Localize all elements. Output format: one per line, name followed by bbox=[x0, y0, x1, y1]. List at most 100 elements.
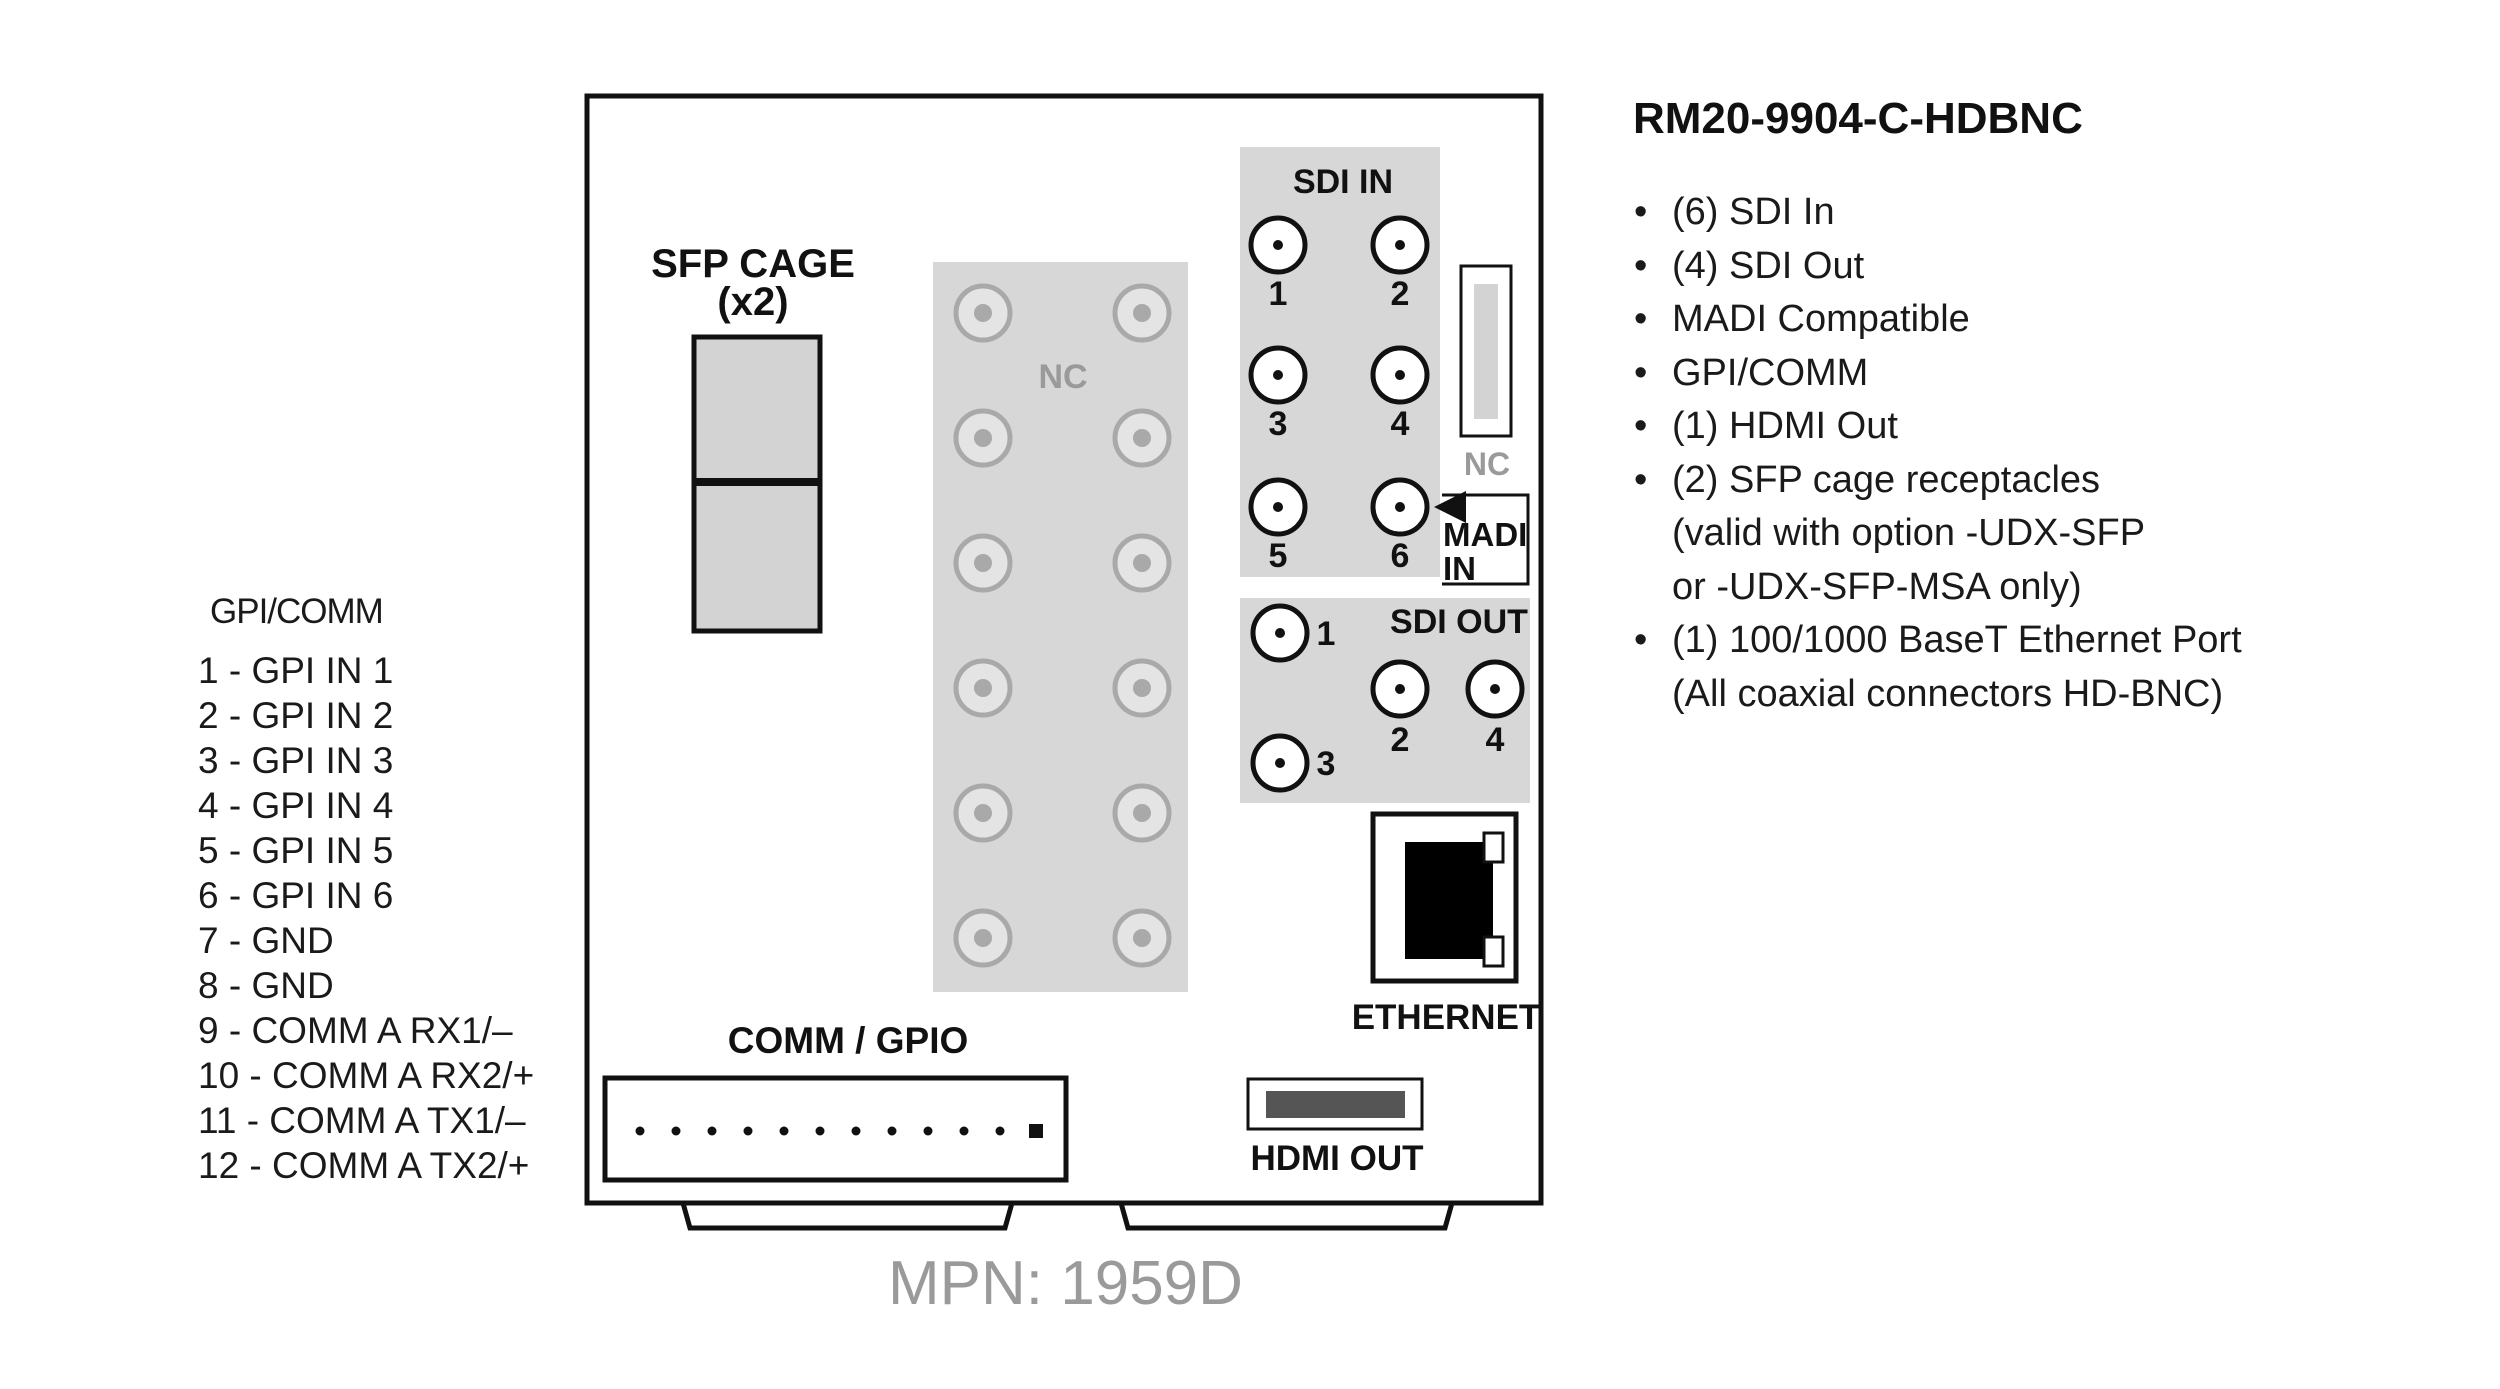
nc-bnc-connector bbox=[1112, 408, 1172, 468]
bottom-tab-right bbox=[1118, 1202, 1455, 1231]
hdmi-socket bbox=[1266, 1091, 1405, 1118]
sdi-in-bnc-2 bbox=[1370, 215, 1430, 275]
terminal-pin bbox=[707, 1126, 717, 1136]
sdi-in-number: 1 bbox=[1269, 275, 1288, 313]
terminal-pin bbox=[815, 1126, 825, 1136]
pinout-item: 5 - GPI IN 5 bbox=[198, 830, 394, 871]
sdi-in-number: 2 bbox=[1391, 275, 1410, 313]
comm-gpio-terminal bbox=[602, 1075, 1069, 1183]
spec-text: (valid with option -UDX-SFP bbox=[1672, 512, 2146, 554]
comm-gpio-pins bbox=[635, 1124, 1043, 1138]
spec-list: • (6) SDI In • (4) SDI Out • MADI Compatibl… bbox=[1632, 186, 2242, 721]
nc-bnc-connector bbox=[953, 658, 1013, 718]
madi-arrow-icon bbox=[1434, 491, 1466, 523]
nc-bnc-connector bbox=[1112, 533, 1172, 593]
sdi-in-bnc-5 bbox=[1248, 477, 1308, 537]
pinout-item: 11 - COMM A TX1/– bbox=[198, 1100, 526, 1141]
ethernet-led-top bbox=[1482, 831, 1505, 864]
bullet-icon: • bbox=[1634, 244, 1648, 287]
sdi-out-number: 1 bbox=[1317, 615, 1336, 653]
terminal-pin bbox=[779, 1126, 789, 1136]
spec-item: • (1) HDMI Out bbox=[1632, 400, 2242, 454]
sdi-in-number: 5 bbox=[1269, 537, 1288, 575]
pinout-item: 4 - GPI IN 4 bbox=[198, 785, 394, 826]
spec-text: (1) 100/1000 BaseT Ethernet Port bbox=[1672, 619, 2242, 661]
spec-item: • GPI/COMM bbox=[1632, 347, 2242, 401]
spec-text: (All coaxial connectors HD-BNC) bbox=[1672, 672, 2224, 715]
madi-in-label: IN bbox=[1443, 550, 1476, 587]
nc-slot-inner bbox=[1474, 284, 1498, 419]
spec-text: GPI/COMM bbox=[1672, 351, 1869, 394]
sdi-out-bnc-4 bbox=[1465, 659, 1525, 719]
pinout-item: 6 - GPI IN 6 bbox=[198, 875, 394, 916]
sdi-in-connectors: 1 2 3 4 5 6 bbox=[1248, 215, 1430, 575]
sdi-out-label: SDI OUT bbox=[1390, 603, 1528, 641]
sdi-in-label: SDI IN bbox=[1293, 163, 1393, 201]
sdi-out-bnc-1 bbox=[1250, 603, 1310, 663]
nc-label: NC bbox=[1038, 358, 1087, 396]
spec-item: •(1) 100/1000 BaseT Ethernet Port(All co… bbox=[1632, 614, 2242, 721]
mpn-label: MPN: 1959D bbox=[888, 1249, 1243, 1318]
sdi-in-bnc-4 bbox=[1370, 345, 1430, 405]
spec-item: • (6) SDI In bbox=[1632, 186, 2242, 240]
ethernet-jack bbox=[1405, 842, 1493, 959]
terminal-pin bbox=[923, 1126, 933, 1136]
sdi-in-number: 3 bbox=[1269, 405, 1288, 443]
sdi-in-bnc-1 bbox=[1248, 215, 1308, 275]
pinout-item: 7 - GND bbox=[198, 920, 334, 961]
terminal-pin bbox=[743, 1126, 753, 1136]
nc-bnc-connector bbox=[953, 783, 1013, 843]
terminal-pin bbox=[635, 1126, 645, 1136]
sfp-cage-label: SFP CAGE bbox=[651, 242, 855, 286]
pinout-item: 10 - COMM A RX2/+ bbox=[198, 1055, 535, 1096]
gpi-comm-pinout-list: 1 - GPI IN 1 2 - GPI IN 2 3 - GPI IN 3 4… bbox=[198, 648, 534, 1188]
nc-bnc-connector bbox=[953, 533, 1013, 593]
nc-bnc-connectors bbox=[953, 283, 1172, 968]
pinout-item: 2 - GPI IN 2 bbox=[198, 695, 394, 736]
bullet-icon: • bbox=[1634, 405, 1648, 447]
spec-text: (4) SDI Out bbox=[1672, 244, 1865, 287]
nc-bnc-connector bbox=[1112, 658, 1172, 718]
terminal-pin bbox=[995, 1126, 1005, 1136]
spec-text: (6) SDI In bbox=[1672, 191, 1835, 233]
sdi-in-number: 4 bbox=[1391, 405, 1410, 443]
bullet-icon: • bbox=[1634, 298, 1648, 340]
sdi-in-number: 6 bbox=[1391, 537, 1410, 575]
pinout-item: 9 - COMM A RX1/– bbox=[198, 1010, 513, 1051]
spec-text: (2) SFP cage receptacles bbox=[1672, 458, 2101, 501]
sdi-out-bnc-3 bbox=[1250, 733, 1310, 793]
bottom-tab-left bbox=[680, 1202, 1015, 1231]
terminal-pin bbox=[887, 1126, 897, 1136]
ethernet-led-bottom bbox=[1482, 935, 1505, 968]
nc-bnc-connector bbox=[1112, 783, 1172, 843]
nc-bnc-connector bbox=[953, 283, 1013, 343]
pinout-item: 12 - COMM A TX2/+ bbox=[198, 1145, 530, 1186]
spec-item: • (2) SFP cage receptacles (valid with opt… bbox=[1632, 454, 2242, 615]
sfp-cage-count-label: (x2) bbox=[717, 280, 788, 324]
nc-bnc-connector bbox=[1112, 908, 1172, 968]
bullet-icon: • bbox=[1634, 191, 1648, 233]
ethernet-label: ETHERNET bbox=[1352, 998, 1541, 1037]
hdmi-out-label: HDMI OUT bbox=[1250, 1139, 1423, 1178]
terminal-pin bbox=[671, 1126, 681, 1136]
sdi-out-number: 2 bbox=[1391, 721, 1410, 759]
bullet-icon: • bbox=[1634, 458, 1648, 501]
spec-text: or -UDX-SFP-MSA only) bbox=[1672, 565, 2082, 608]
nc-bnc-connector bbox=[1112, 283, 1172, 343]
sfp-cage-upper bbox=[691, 334, 823, 485]
nc-bnc-connector bbox=[953, 908, 1013, 968]
nc-bnc-connector bbox=[953, 408, 1013, 468]
spec-item: • MADI Compatible bbox=[1632, 293, 2242, 347]
terminal-pin bbox=[959, 1126, 969, 1136]
sdi-out-number: 3 bbox=[1317, 745, 1336, 783]
sfp-cage-lower bbox=[691, 480, 823, 634]
bullet-icon: • bbox=[1634, 351, 1648, 394]
spec-text: (1) HDMI Out bbox=[1672, 405, 1898, 447]
sdi-in-bnc-6 bbox=[1370, 477, 1430, 537]
spec-text: MADI Compatible bbox=[1672, 298, 1970, 340]
terminal-pin bbox=[851, 1126, 861, 1136]
pinout-item: 8 - GND bbox=[198, 965, 334, 1006]
gpi-comm-heading: GPI/COMM bbox=[210, 592, 384, 631]
